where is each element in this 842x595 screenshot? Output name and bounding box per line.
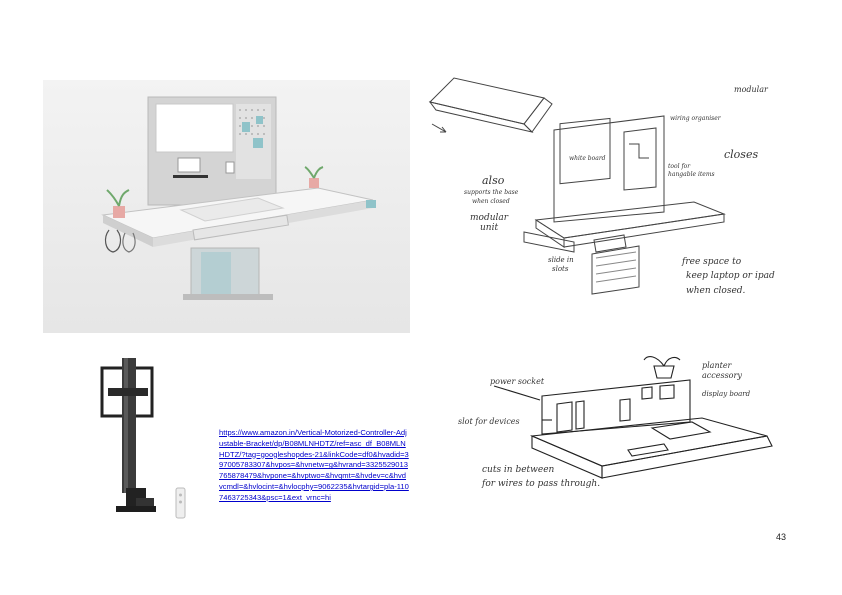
desk-render-illustration (43, 80, 410, 333)
label-free-space-2: keep laptop or ipad (686, 271, 775, 281)
label-supports-base: supports the base (464, 189, 519, 196)
page-number: 43 (776, 532, 787, 542)
label-modular: modular (734, 85, 769, 94)
label-when-closed: when closed (472, 198, 510, 205)
label-modular-unit-1: modular (470, 213, 509, 223)
label-cuts-between: cuts in between (482, 465, 555, 475)
desk-sketch-bottom-illustration: power socket planter accessory slot for … (458, 356, 773, 489)
label-free-space-3: when closed. (686, 286, 746, 296)
label-power-socket: power socket (490, 377, 545, 386)
desk-sketch-illustration: modular wiring organiser white board clo… (428, 77, 775, 296)
label-accessory: accessory (702, 371, 742, 380)
label-hangable-items: hangable items (668, 171, 715, 178)
label-tool-for: tool for (668, 163, 691, 170)
label-closes: closes (724, 148, 758, 161)
motorized-mount-illustration (100, 358, 186, 519)
label-slot-devices: slot for devices (458, 417, 520, 426)
label-wires-pass: for wires to pass through. (481, 479, 600, 489)
desk-render-image (43, 80, 410, 333)
label-wiring-organiser: wiring organiser (670, 115, 722, 122)
label-free-space-1: free space to (681, 257, 742, 267)
label-modular-unit-2: unit (480, 223, 498, 233)
label-whiteboard: white board (569, 155, 606, 162)
label-also: also (482, 174, 505, 187)
product-link[interactable]: https://www.amazon.in/Vertical-Motorized… (219, 428, 409, 502)
label-planter: planter (702, 361, 733, 370)
desk-sketch-bottom: power socket planter accessory slot for … (452, 356, 782, 506)
motorized-mount-image (88, 348, 198, 528)
label-display-board: display board (702, 390, 751, 398)
label-slots: slots (552, 265, 569, 273)
desk-sketch-top: modular wiring organiser white board clo… (424, 72, 794, 322)
label-slide-in: slide in (548, 256, 574, 264)
